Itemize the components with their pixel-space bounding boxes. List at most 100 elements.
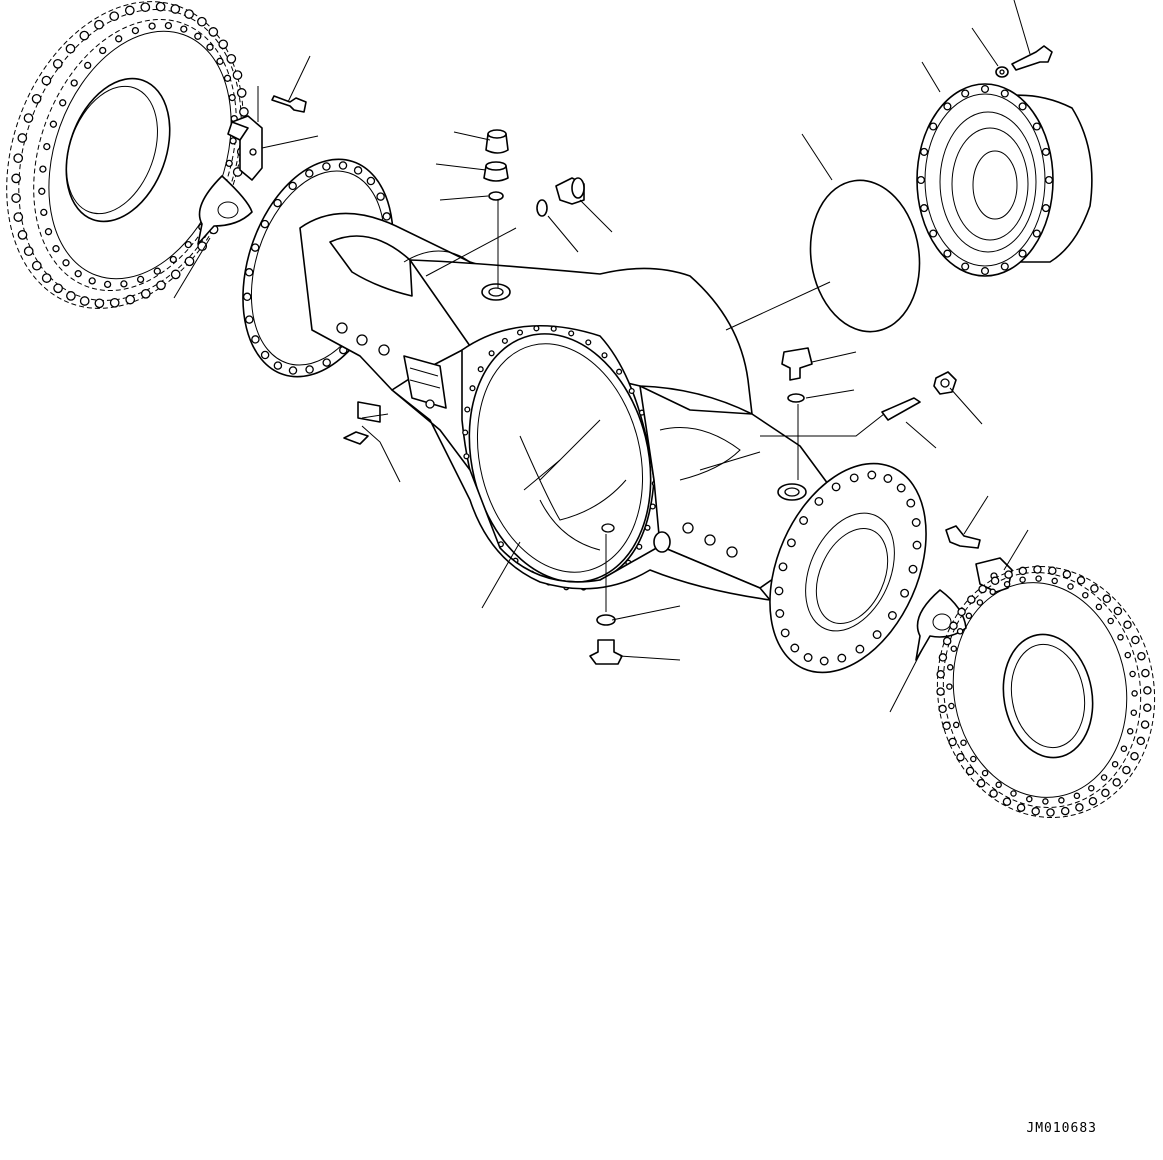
flange-bolt-hole [305,169,314,178]
disc-tooth [79,296,90,306]
disc-tooth [62,259,70,267]
disc-tooth [1082,591,1089,599]
flange-bolt-hole [799,516,809,525]
disc-tooth [184,240,192,249]
disc-tooth [942,636,952,646]
disc-tooth [115,35,123,43]
disc-tooth [1060,806,1070,816]
flange-bolt-hole [366,176,376,186]
disc-tooth [1003,580,1011,588]
hub-bolt-hole [943,102,952,111]
disc-tooth [948,737,957,747]
disc-tooth [1046,808,1055,817]
disc-tooth [1123,620,1132,630]
bowl-bolt-hole [533,325,540,332]
flange-bolt-hole [778,562,788,572]
disc-tooth [206,43,214,51]
flange-bolt-hole [244,268,254,277]
hub-bolt-hole [1041,147,1050,156]
right-hub [916,83,1093,277]
disc-tooth [1126,728,1134,735]
hub-bolt-hole [1041,204,1050,213]
disc-tooth [140,288,151,299]
disc-tooth [156,280,166,291]
o-ring-small-1 [488,191,504,201]
flange-bolt-hole [855,644,865,654]
disc-tooth [990,576,1000,586]
flange-bolt-hole [288,366,298,375]
disc-tooth [236,88,247,98]
flange-bolt-hole [775,609,785,618]
disc-tooth [1101,788,1110,798]
disc-tooth [948,702,955,710]
disc-tooth [31,260,42,271]
flange-bolt-hole [803,653,813,662]
disc-tooth [1130,751,1139,761]
disc-tooth [208,27,219,37]
disc-tooth [1137,651,1146,661]
flange-bolt-hole [780,628,790,638]
disc-tooth [170,4,181,14]
disc-tooth [1111,760,1119,768]
flange-bolt-hole [814,496,824,506]
disc-tooth [1051,577,1058,585]
disc-tooth [153,267,161,275]
disc-tooth [965,766,975,776]
hub-bolt-hole [943,249,952,258]
disc-tooth [1018,566,1028,576]
disc-tooth [1124,651,1132,659]
flange-bolt-hole [376,192,385,201]
disc-tooth [239,107,249,117]
disc-tooth [1031,807,1040,816]
disc-tooth [88,277,96,285]
flange-bolt-hole [831,482,841,492]
disc-tooth [1131,635,1140,645]
left-shim-plate [197,175,253,245]
drain-plug [589,639,623,665]
flange-bolt-hole [872,630,882,640]
disc-tooth [1122,765,1131,775]
flange-bolt-hole [887,611,897,620]
large-o-ring [809,179,921,333]
disc-tooth [52,58,63,69]
hub-bolt-hole [980,266,990,276]
bowl-bolt-hole [488,350,495,357]
bowl-bolt-hole [463,453,470,460]
bowl-bolt-hole [616,368,623,375]
disc-tooth [65,43,76,54]
flange-bolt-hole [288,181,297,191]
hub-bolt-hole [1000,89,1009,98]
disc-tooth [94,298,105,309]
disc-tooth [197,16,207,27]
disc-tooth [74,270,82,278]
disc-tooth [94,19,104,30]
bowl-bolt-hole [601,352,608,359]
disc-tooth [164,21,173,30]
disc-tooth [66,291,76,301]
disc-tooth [226,53,237,64]
disc-tooth [949,621,958,631]
disc-tooth [170,269,181,280]
disc-tooth [23,113,34,123]
bowl-bolt-hole [628,387,635,395]
hub-bolt-icon [995,45,1053,78]
plug-with-washer [483,161,509,182]
disc-tooth [41,273,52,283]
disc-tooth [125,294,136,305]
disc-tooth [946,683,953,690]
disc-tooth [1088,796,1098,806]
disc-tooth [956,752,965,762]
disc-tooth [124,5,135,16]
disc-tooth [99,46,107,55]
disc-tooth [1010,790,1017,797]
hub-bolt-hole [1000,262,1009,271]
flange-bolt-hole [867,470,877,480]
bowl-bolt-hole [585,339,592,346]
disc-tooth [120,280,128,288]
disc-tooth [194,32,202,40]
right-bolt-icon [945,525,981,549]
disc-tooth [13,153,24,164]
disc-tooth [942,721,951,731]
disc-tooth [184,256,195,267]
bowl-bolt-hole [464,406,471,413]
